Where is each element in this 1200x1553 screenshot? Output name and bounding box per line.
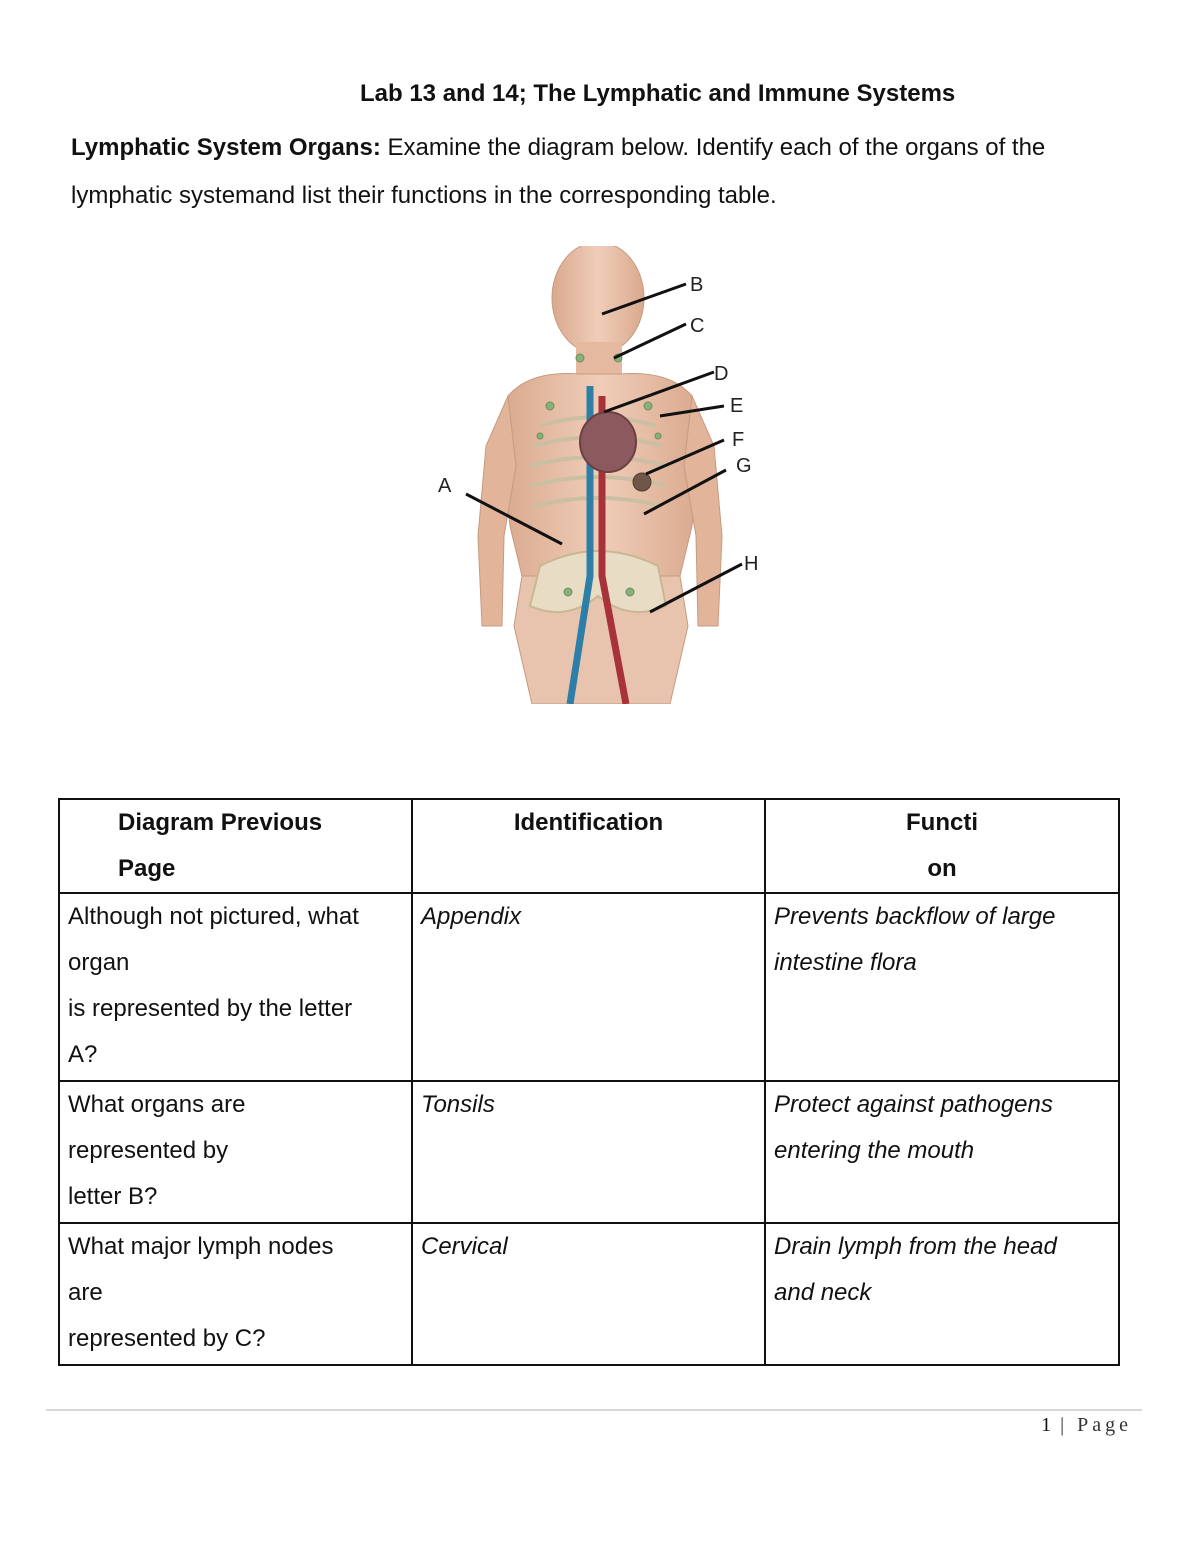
question-cell: What major lymph nodes are represented b… bbox=[58, 1222, 413, 1366]
diagram-label-e: E bbox=[730, 395, 743, 417]
table-row: What major lymph nodes are represented b… bbox=[58, 1222, 1120, 1366]
question-cell: What organs are represented by letter B? bbox=[58, 1080, 413, 1224]
lymphatic-system-diagram: A B C D E F G H bbox=[438, 246, 758, 704]
diagram-label-a: A bbox=[438, 475, 452, 497]
leader-lines bbox=[465, 282, 743, 614]
lymphatic-organs-table: Diagram Previous Page Identification Fun… bbox=[58, 798, 1120, 1366]
function-cell[interactable]: Drain lymph from the head and neck bbox=[764, 1222, 1120, 1366]
question-cell: Although not pictured, what organ is rep… bbox=[58, 892, 413, 1082]
table-header-row: Diagram Previous Page Identification Fun… bbox=[58, 798, 1120, 894]
intro-text: Examine the diagram below. Identify each… bbox=[71, 134, 1046, 209]
diagram-label-d: D bbox=[714, 363, 728, 385]
table-row: What organs are represented by letter B?… bbox=[58, 1080, 1120, 1224]
footer-divider bbox=[46, 1409, 1142, 1411]
page-label: Page bbox=[1077, 1414, 1132, 1436]
header-identification: Identification bbox=[411, 798, 766, 894]
diagram-label-f: F bbox=[732, 429, 744, 451]
identification-cell[interactable]: Tonsils bbox=[411, 1080, 766, 1224]
document-title: Lab 13 and 14; The Lymphatic and Immune … bbox=[360, 80, 956, 107]
function-cell[interactable]: Protect against pathogens entering the m… bbox=[764, 1080, 1120, 1224]
heart bbox=[579, 411, 637, 473]
page-number: 1 bbox=[1041, 1414, 1052, 1436]
page-separator: | bbox=[1051, 1414, 1078, 1436]
intro-paragraph: Lymphatic System Organs: Examine the dia… bbox=[71, 124, 1131, 220]
diagram-label-b: B bbox=[690, 274, 703, 296]
table-row: Although not pictured, what organ is rep… bbox=[58, 892, 1120, 1082]
header-function: Functi on bbox=[764, 798, 1120, 894]
diagram-label-h: H bbox=[744, 553, 758, 575]
header-diagram: Diagram Previous Page bbox=[58, 798, 413, 894]
intro-heading: Lymphatic System Organs: bbox=[71, 134, 381, 161]
diagram-label-c: C bbox=[690, 315, 704, 337]
page-footer: 1 | Page bbox=[1041, 1414, 1132, 1437]
function-cell[interactable]: Prevents backflow of large intestine flo… bbox=[764, 892, 1120, 1082]
diagram-label-g: G bbox=[736, 455, 752, 477]
identification-cell[interactable]: Appendix bbox=[411, 892, 766, 1082]
lymph-network bbox=[536, 353, 662, 597]
identification-cell[interactable]: Cervical bbox=[411, 1222, 766, 1366]
